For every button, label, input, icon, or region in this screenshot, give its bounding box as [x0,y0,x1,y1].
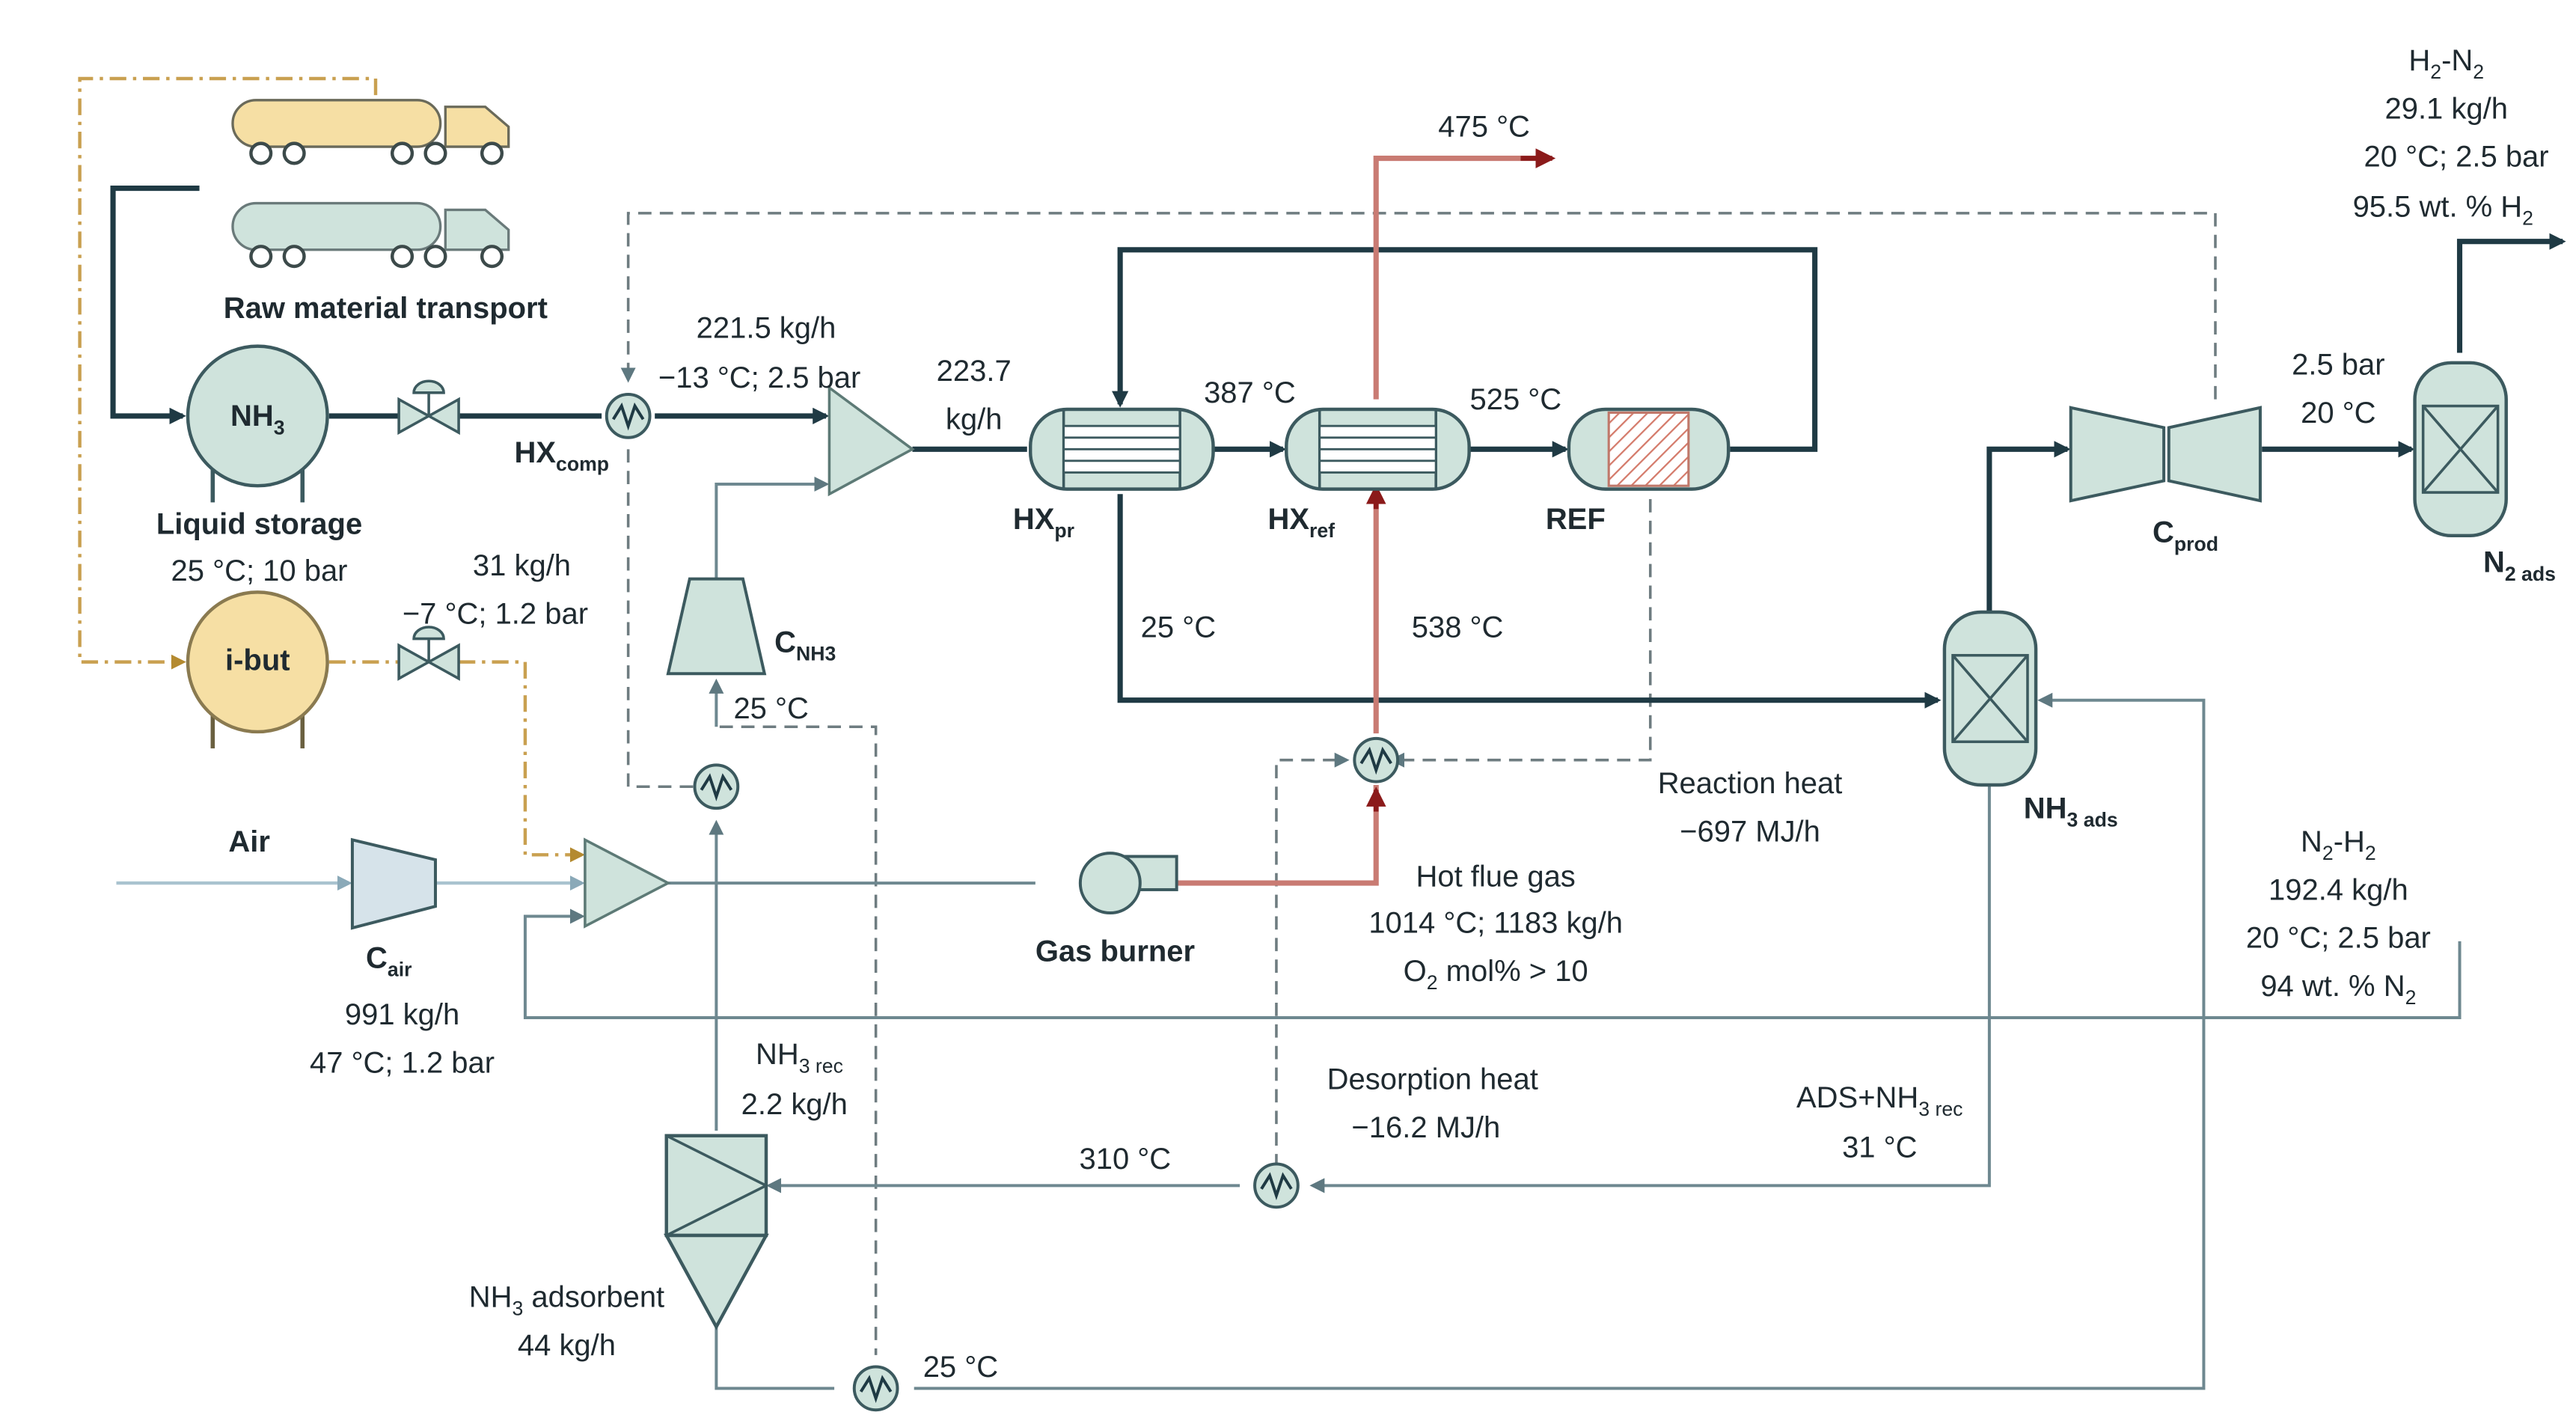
temp-25-b-label: 25 °C [733,692,808,725]
h2n2-flow: 29.1 kg/h [2385,92,2508,125]
hxref-label: HXref [1267,503,1335,542]
temp-310-label: 310 °C [1079,1143,1171,1176]
n2h2-composition: 94 wt. % N2 [2260,970,2416,1009]
reformer-reactor [1567,407,1731,491]
n2h2-flow: 192.4 kg/h [2268,873,2408,906]
feed-conditions-label: −13 °C; 2.5 bar [658,361,860,394]
liquid-storage-label: Liquid storage [156,508,362,541]
air-conditions-label: 47 °C; 1.2 bar [310,1046,495,1079]
ibut-tank-label: i-but [225,644,290,677]
reaction-heat-value: −697 MJ/h [1680,816,1820,849]
nh3-tank-label: NH3 [230,400,285,439]
nh3-adsorbent-mass: 44 kg/h [518,1329,616,1362]
hxcomp-label: HXcomp [514,436,609,475]
truck-icon [231,99,510,165]
cair-label: Cair [366,941,412,980]
n2h2-title: N2-H2 [2301,825,2376,864]
temp-25-c-label: 25 °C [923,1351,998,1384]
valve-icon [397,626,460,681]
ads-nh3-rec-label: ADS+NH3 rec [1796,1081,1963,1120]
feed-flow-label: 221.5 kg/h [697,311,836,344]
compressor-nh3 [666,577,767,676]
storage-conditions: 25 °C; 10 bar [171,554,348,587]
desorption-heat-title: Desorption heat [1327,1063,1538,1096]
hot-lines [1176,156,1546,886]
hx-reformer [1285,407,1471,491]
desorption-heat-value: −16.2 MJ/h [1351,1111,1500,1144]
process-lines [110,186,2566,709]
ibut-flow-label: 31 kg/h [473,549,571,582]
n2-adsorber-column [2413,361,2508,538]
mixer-icon [584,837,671,929]
thin-lines [523,476,2462,1390]
n2-ads-label: N2 ads [2483,546,2556,585]
compressor-air [350,837,437,930]
temp-525-label: 525 °C [1469,383,1561,416]
hx-cooler-icon [852,1365,899,1412]
flue-gas-oxygen: O2 mol% > 10 [1404,955,1588,994]
gas-burner-label: Gas burner [1035,935,1195,968]
nh3-adsorbent-vessel [663,1134,769,1330]
valve-icon [397,379,460,436]
mixer-icon [827,385,915,497]
nh3-ads-label: NH3 ads [2024,792,2118,831]
ibut-storage-tank [186,590,329,749]
ref-label: REF [1546,503,1606,536]
n2h2-conditions: 20 °C; 2.5 bar [2246,922,2431,955]
nh3-adsorbent-label: NH3 adsorbent [469,1281,664,1320]
hx-recycle-icon [693,763,740,810]
air-flow-label: 991 kg/h [345,998,459,1031]
gas-burner-icon [1078,852,1178,915]
air-label: Air [228,825,270,858]
mixed-flow-unit: kg/h [946,403,1003,436]
temp-475-label: 475 °C [1438,111,1530,144]
flue-gas-title: Hot flue gas [1416,861,1576,893]
h2n2-composition: 95.5 wt. % H2 [2353,190,2533,229]
mixed-flow-label: 223.7 [937,355,1012,388]
reaction-heat-title: Reaction heat [1658,767,1843,800]
flue-gas-conditions: 1014 °C; 1183 kg/h [1368,907,1623,940]
nh3-rec-label: NH3 rec [756,1038,843,1077]
temp-20-label: 20 °C [2301,397,2375,430]
h2n2-title: H2-N2 [2408,44,2484,83]
temp-538-label: 538 °C [1412,611,1504,644]
h2n2-conditions: 20 °C; 2.5 bar [2364,141,2549,174]
ibut-conditions-label: −7 °C; 1.2 bar [403,598,588,631]
cprod-label: Cprod [2153,516,2218,555]
hxpr-label: HXpr [1013,503,1074,542]
hx-flue-icon [1353,736,1400,783]
nh3-rec-flow: 2.2 kg/h [741,1088,848,1121]
temp-25-a-label: 25 °C [1141,611,1216,644]
truck-icon [231,201,510,269]
nh3-adsorber-column [1942,610,2038,787]
ibut-lines [78,76,585,863]
hx-preheater [1028,407,1215,491]
temp-387-label: 387 °C [1204,376,1296,409]
compressor-product [2069,406,2262,503]
pressure-2-5-label: 2.5 bar [2292,348,2384,381]
raw-material-transport-label: Raw material transport [224,292,548,325]
cnh3-label: CNH3 [774,626,836,664]
temp-31-label: 31 °C [1842,1131,1917,1164]
nh3-storage-tank [186,344,329,503]
hx-desorption-icon [1253,1162,1300,1209]
hx-comp-icon [605,393,652,439]
